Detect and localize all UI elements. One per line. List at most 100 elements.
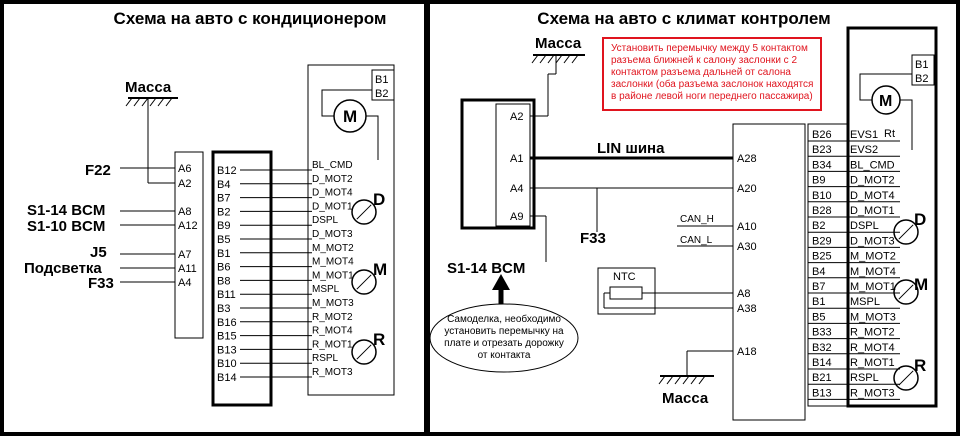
right-ground-top: Масса [530, 35, 585, 117]
right-signal: EVS2 [850, 144, 878, 156]
right-signal: M_MOT3 [850, 311, 896, 323]
blower-motor-letter: M [879, 93, 892, 110]
note-line: разъема ближней к салону заслонки с 2 [611, 54, 797, 66]
left-signal: R_MOT3 [312, 367, 353, 378]
mid-conn-pin: A8 [737, 288, 750, 300]
ntc-box [597, 267, 656, 315]
motor-letter: D [373, 190, 385, 209]
svg-text:B2: B2 [375, 88, 388, 100]
right-signal: D_MOT2 [850, 175, 895, 187]
ntc-label: NTC [613, 271, 636, 283]
right-panel-frame [426, 0, 960, 436]
right-left-module [460, 98, 536, 230]
right-module-pin: B14 [812, 357, 832, 369]
right-module-pin: B21 [812, 372, 832, 384]
left-module-pin: B1 [217, 248, 230, 260]
svg-text:B1: B1 [375, 74, 388, 86]
motor-letter: R [373, 330, 385, 349]
right-module-pin: B34 [812, 159, 832, 171]
right-module-pin: B25 [812, 251, 832, 263]
left-conn-pin: A2 [178, 178, 191, 190]
left-conn-pin: A4 [178, 277, 191, 289]
svg-text:Масса: Масса [535, 35, 582, 52]
input-f22: F22 [85, 162, 111, 179]
left-signal: D_MOT2 [312, 174, 353, 185]
mid-conn-pin: A20 [737, 183, 757, 195]
right-signal: R_MOT2 [850, 327, 895, 339]
right-module-pin: B7 [812, 281, 825, 293]
motor-letter: R [914, 356, 926, 375]
right-signal: D_MOT4 [850, 190, 895, 202]
left-module-pin: B16 [217, 317, 237, 329]
right-signal: M_MOT1 [850, 281, 896, 293]
left-module-pin: B11 [217, 289, 236, 301]
left-signal: R_MOT4 [312, 326, 353, 337]
motor-letter: D [914, 210, 926, 229]
right-module-pin: B4 [812, 266, 825, 278]
motor-icon [351, 269, 377, 295]
svg-text:Масса: Масса [662, 390, 709, 407]
left-module-pin: B14 [217, 372, 237, 384]
right-module-pin: B26 [812, 129, 832, 141]
right-signal: DSPL [850, 220, 879, 232]
input-f33: F33 [88, 275, 114, 292]
left-signal: DSPL [312, 215, 339, 226]
note-line: заслонки (оба разъема заслонок находятся [611, 78, 813, 90]
note-line: контактом разъема дальней от салона [611, 67, 791, 78]
mid-conn-pin: A18 [737, 346, 757, 358]
left-motor-block [307, 64, 395, 396]
left-module-pin: B12 [217, 165, 237, 177]
right-signal: D_MOT1 [850, 205, 895, 217]
left-module-pin: B9 [217, 220, 230, 232]
blower-motor-letter: M [343, 107, 357, 126]
left-module-pin: B2 [217, 206, 230, 218]
motor-letter: M [914, 275, 928, 294]
svg-text:B1: B1 [915, 59, 928, 71]
bubble-line: плате и отрезать дорожку [444, 338, 564, 349]
right-signal: D_MOT3 [850, 235, 895, 247]
left-inputs: F22 S1-14 BCM S1-10 BCM J5 Подсветка F33 [24, 162, 175, 292]
motor-icon [893, 279, 919, 305]
motor-icon [351, 199, 377, 225]
bubble-line: Самоделка, необходимо [447, 313, 561, 325]
left-signal: RSPL [312, 353, 339, 364]
bubble-line: от контакта [478, 350, 531, 361]
mid-conn-pin: A28 [737, 153, 757, 165]
right-module-pin: B2 [812, 220, 825, 232]
homemade-note-bubble [429, 303, 579, 373]
left-ground-symbol: Масса [125, 79, 178, 184]
right-signal: EVS1 [850, 129, 878, 141]
note-line: в районе левой ноги переднего пассажира) [611, 91, 813, 102]
right-mid-connector [732, 123, 806, 421]
left-conn-pin: A6 [178, 163, 191, 175]
right-left-connector [495, 103, 531, 227]
right-f33: F33 [580, 230, 606, 247]
right-signal: R_MOT3 [850, 387, 895, 399]
right-motor-connector: B1 B2 [911, 54, 935, 86]
left-signal: D_MOT1 [312, 201, 353, 212]
left-conn-pin: A7 [178, 249, 191, 261]
left-signal: M_MOT3 [312, 298, 354, 309]
right-signal: R_MOT1 [850, 357, 895, 369]
left-module-pin: B5 [217, 234, 230, 246]
right-ground-bottom: Масса [658, 375, 714, 407]
right-s1-14-bcm: S1-14 BCM [447, 260, 525, 277]
right-signal: BL_CMD [850, 159, 895, 171]
bubble-line: установить перемычку на [444, 326, 564, 337]
left-signal: R_MOT1 [312, 339, 353, 350]
right-module-pin: B5 [812, 311, 825, 323]
rt-label: Rt [884, 128, 895, 140]
left-signal: MSPL [312, 284, 340, 295]
left-signal: BL_CMD [312, 160, 353, 171]
left-signal-lines: BL_CMDD_MOT2D_MOT4D_MOT1DSPLD_MOT3M_MOT2… [240, 160, 354, 378]
right-signal: RSPL [850, 372, 879, 384]
left-title: Схема на авто с кондиционером [114, 9, 387, 28]
red-note-box [602, 37, 822, 111]
left-motor-connector: B1 B2 [371, 69, 395, 101]
right-signal: M_MOT2 [850, 251, 896, 263]
svg-text:B2: B2 [915, 73, 928, 85]
right-module-pins: B26B23B34B9B10B28B2B29B25B4B7B1B5B33B32B… [812, 129, 832, 399]
ntc-resistor [609, 286, 643, 300]
